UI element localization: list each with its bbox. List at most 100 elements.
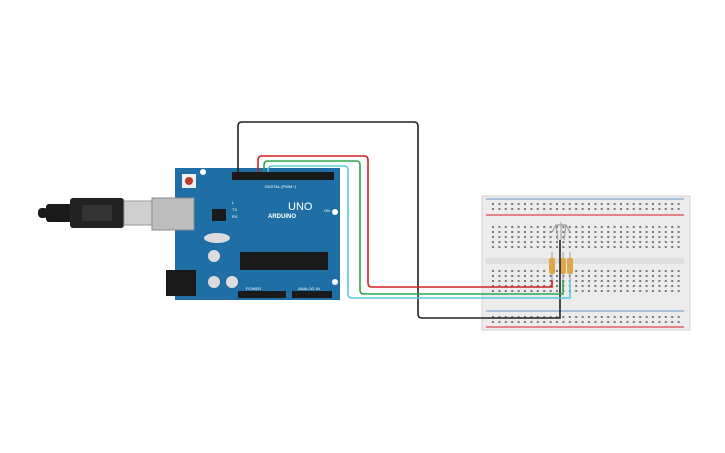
breadboard-hole <box>492 280 494 282</box>
breadboard-hole <box>658 290 661 292</box>
breadboard-hole <box>645 246 648 248</box>
breadboard-hole <box>556 270 558 272</box>
breadboard-hole <box>594 208 597 210</box>
breadboard-hole <box>671 203 674 205</box>
breadboard-hole <box>664 316 667 318</box>
breadboard-hole <box>581 246 584 248</box>
breadboard-hole <box>664 290 667 292</box>
breadboard-hole <box>588 275 590 277</box>
breadboard-hole <box>492 316 494 318</box>
breadboard-hole <box>536 316 539 318</box>
breadboard-hole <box>536 226 539 228</box>
breadboard-hole <box>511 208 514 210</box>
breadboard-hole <box>632 231 635 233</box>
breadboard-hole <box>536 208 539 210</box>
breadboard-hole <box>536 236 539 238</box>
breadboard-hole <box>613 236 616 238</box>
breadboard-hole <box>594 236 597 238</box>
breadboard-hole <box>549 241 552 243</box>
breadboard-hole <box>594 203 597 205</box>
breadboard-hole <box>607 226 610 228</box>
breadboard-hole <box>575 290 578 292</box>
breadboard-hole <box>626 316 629 318</box>
wire-cyan[interactable] <box>267 165 571 299</box>
breadboard-hole <box>498 246 501 248</box>
breadboard-hole <box>504 270 507 272</box>
breadboard-hole <box>498 241 501 243</box>
breadboard-hole <box>524 321 526 323</box>
breadboard-hole <box>524 290 526 292</box>
breadboard-hole <box>639 316 642 318</box>
wire-black-ground[interactable] <box>237 121 561 319</box>
breadboard-hole <box>677 246 680 248</box>
breadboard-hole <box>517 203 520 205</box>
rgb-led[interactable] <box>551 222 571 241</box>
breadboard-hole <box>607 246 610 248</box>
breadboard-hole <box>677 316 680 318</box>
breadboard-hole <box>530 280 533 282</box>
breadboard-hole <box>556 208 558 210</box>
breadboard-hole <box>626 226 629 228</box>
breadboard-hole <box>600 226 603 228</box>
breadboard-hole <box>524 280 526 282</box>
breadboard-hole <box>671 236 674 238</box>
resistor-1[interactable] <box>549 252 555 282</box>
breadboard-hole <box>549 246 552 248</box>
reset-button-cap <box>185 177 193 185</box>
breadboard-hole <box>658 280 661 282</box>
breadboard-hole <box>504 208 507 210</box>
breadboard-hole <box>562 236 565 238</box>
breadboard-hole <box>626 290 629 292</box>
resistor-2[interactable] <box>560 252 566 282</box>
breadboard-hole <box>600 316 603 318</box>
breadboard-hole <box>581 280 584 282</box>
rx-led-label: RX <box>232 214 238 219</box>
breadboard-hole <box>581 241 584 243</box>
breadboard-hole <box>492 290 494 292</box>
breadboard-hole <box>626 280 629 282</box>
breadboard-hole <box>498 316 501 318</box>
breadboard-hole <box>498 321 501 323</box>
breadboard-hole <box>632 208 635 210</box>
breadboard-hole <box>620 231 622 233</box>
wire-red[interactable] <box>257 155 553 288</box>
breadboard-hole <box>658 226 661 228</box>
breadboard-hole <box>517 285 520 287</box>
usb-cable[interactable] <box>38 198 153 228</box>
breadboard-hole <box>543 226 546 228</box>
dc-power-jack <box>166 270 196 296</box>
atmega-chip <box>240 252 328 270</box>
breadboard-hole <box>536 231 539 233</box>
breadboard-hole <box>588 246 590 248</box>
breadboard-hole <box>671 241 674 243</box>
breadboard-hole <box>504 316 507 318</box>
breadboard-hole <box>671 208 674 210</box>
breadboard-hole <box>639 246 642 248</box>
resistor-3[interactable] <box>567 252 573 282</box>
breadboard-hole <box>549 203 552 205</box>
breadboard-hole <box>639 321 642 323</box>
wire-green[interactable] <box>263 160 564 295</box>
breadboard-hole <box>549 231 552 233</box>
breadboard-hole <box>645 316 648 318</box>
breadboard-hole <box>530 290 533 292</box>
breadboard-hole <box>581 316 584 318</box>
arduino-uno-board[interactable]: ARDUINO UNO DIGITAL (PWM~) POWER ANALOG … <box>151 168 340 300</box>
breadboard-hole <box>677 231 680 233</box>
breadboard-center-channel <box>486 258 684 264</box>
breadboard-hole <box>568 241 571 243</box>
breadboard-hole <box>581 203 584 205</box>
breadboard-hole <box>677 208 680 210</box>
breadboard-hole <box>613 208 616 210</box>
breadboard-hole <box>613 270 616 272</box>
breadboard-hole <box>613 226 616 228</box>
breadboard-hole <box>549 208 552 210</box>
breadboard-hole <box>588 321 590 323</box>
breadboard[interactable] <box>481 195 691 331</box>
breadboard-hole <box>613 285 616 287</box>
breadboard-hole <box>543 231 546 233</box>
capacitor-3 <box>226 276 238 288</box>
resistor-2-body <box>560 258 566 274</box>
breadboard-hole <box>575 280 578 282</box>
breadboard-hole <box>658 231 661 233</box>
